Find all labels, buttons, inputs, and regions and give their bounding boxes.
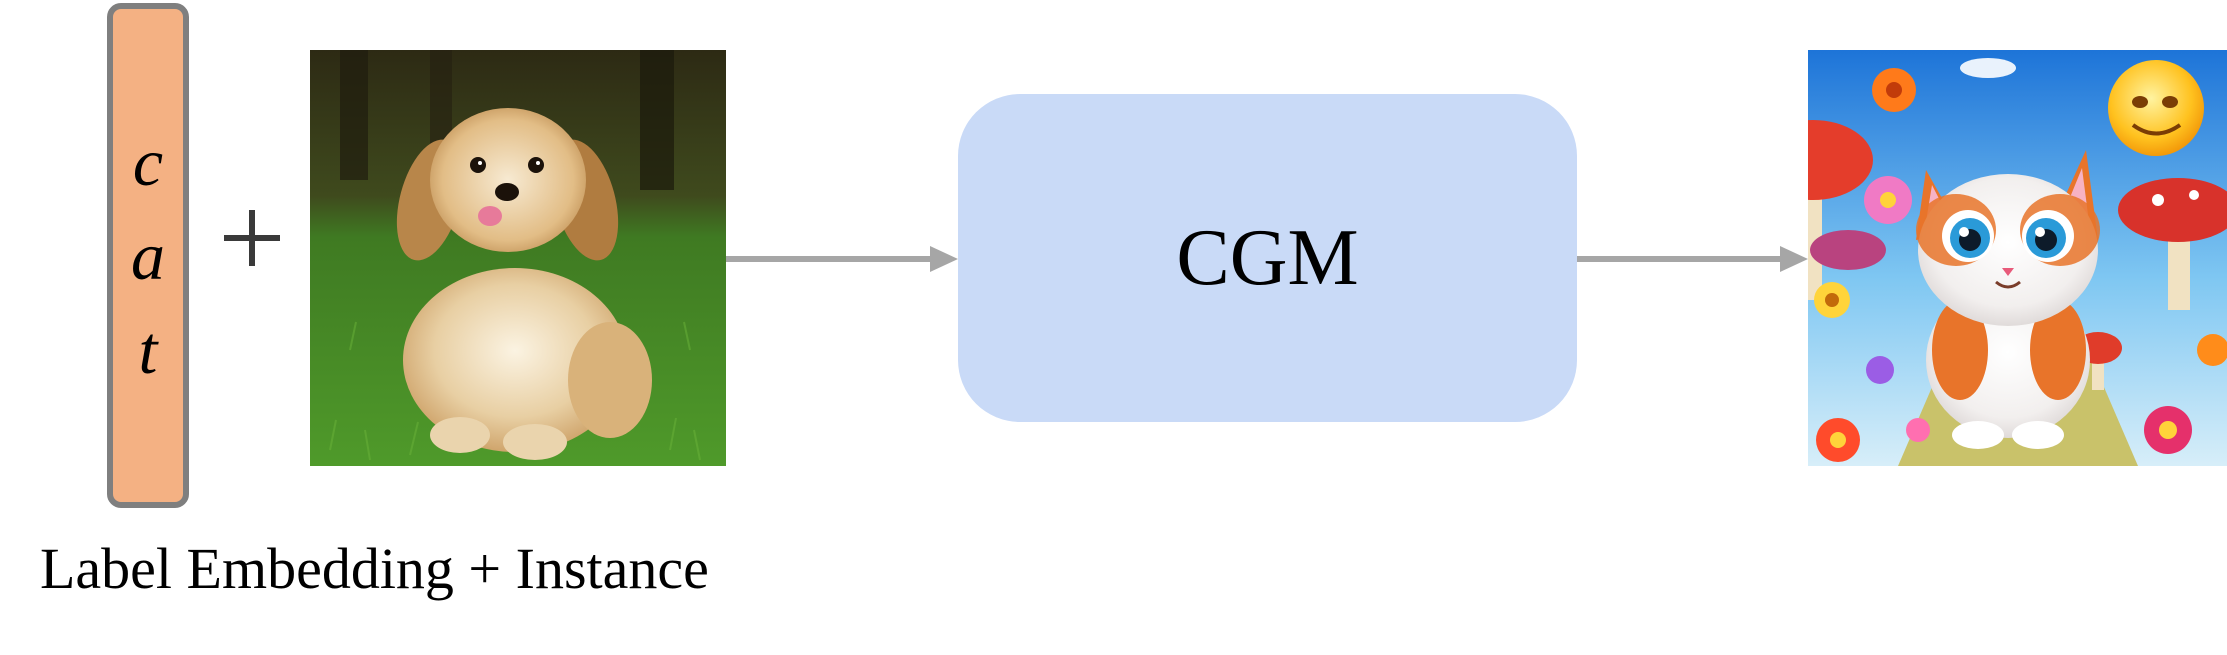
cartoon-cat-image <box>1808 50 2227 466</box>
cgm-label: CGM <box>1176 214 1359 302</box>
label-embedding-bar: c a t <box>107 3 189 508</box>
input-arrow <box>726 244 958 274</box>
label-letter-a: a <box>131 217 165 294</box>
dog-photo <box>310 50 726 466</box>
label-letter-t: t <box>138 311 158 388</box>
output-arrow <box>1577 244 1808 274</box>
cgm-model-box: CGM <box>958 94 1577 422</box>
plus-icon <box>222 208 282 268</box>
label-letter-c: c <box>132 123 164 200</box>
caption-label: Label Embedding + Instance <box>40 536 709 601</box>
